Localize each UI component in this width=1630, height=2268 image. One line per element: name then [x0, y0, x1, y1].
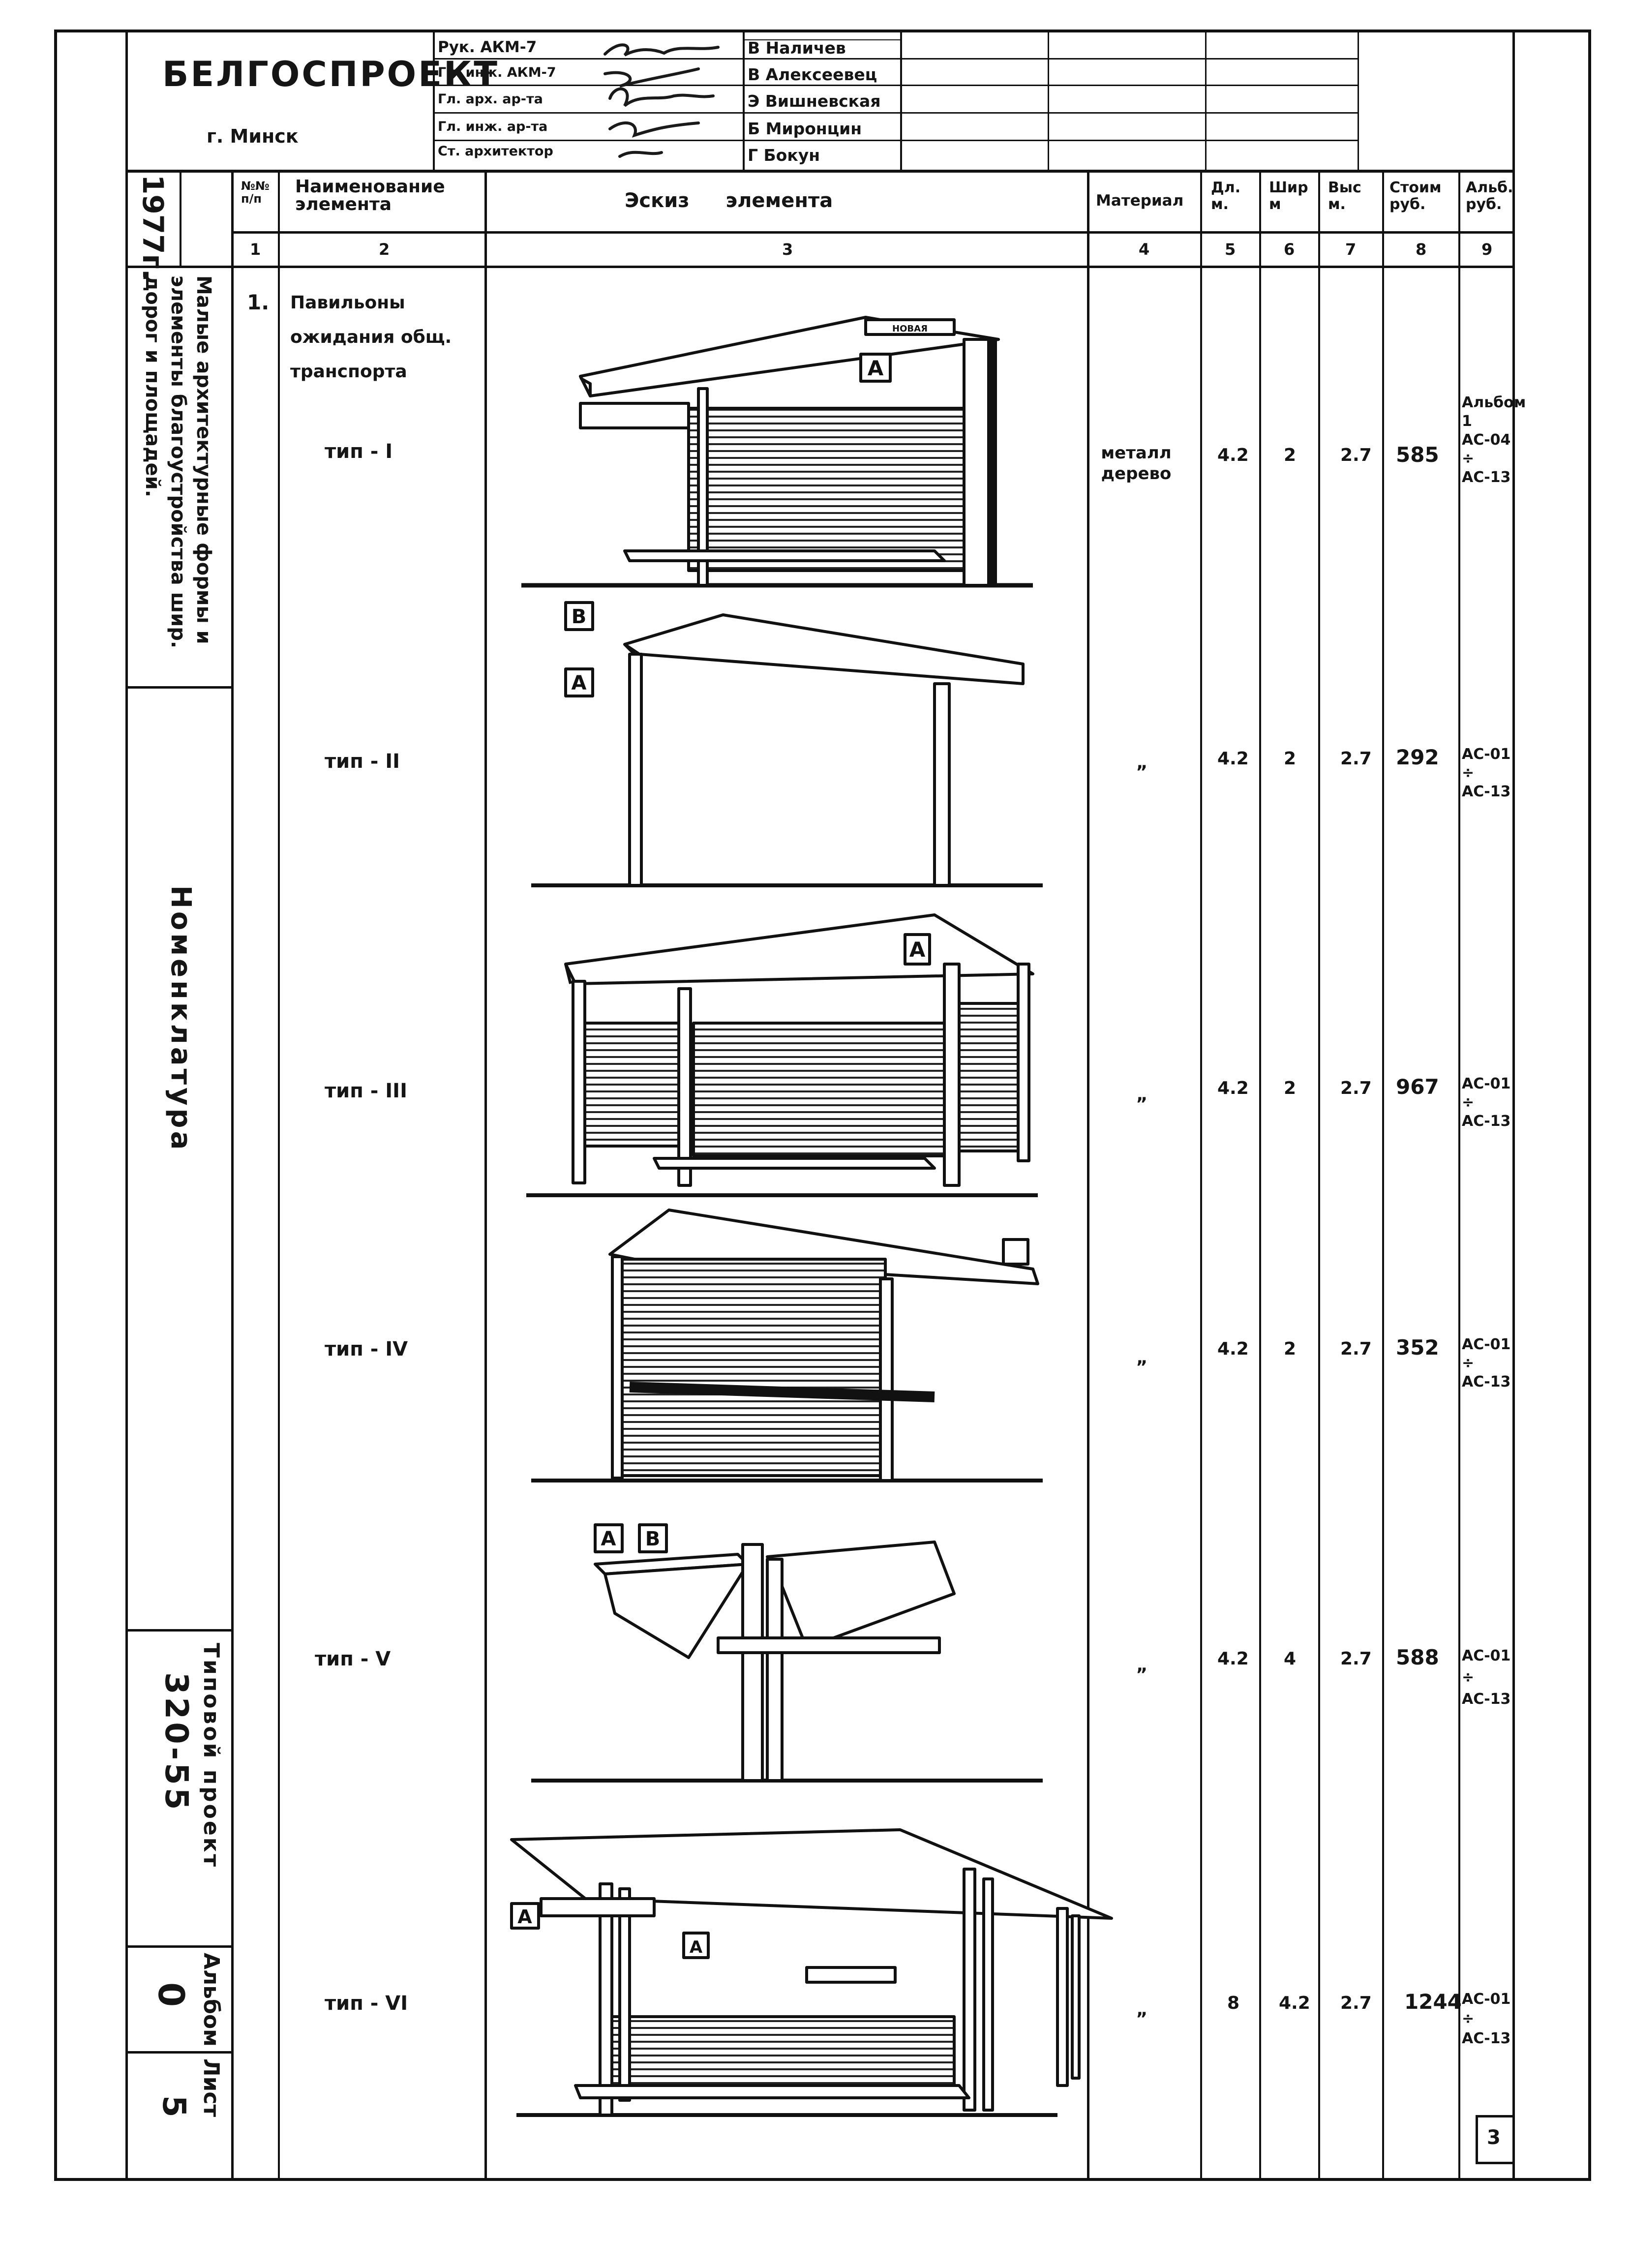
row-width: 2: [1284, 1339, 1297, 1359]
row-height: 2.7: [1340, 1078, 1372, 1098]
item-name-line1: Павильоны: [290, 293, 405, 313]
row-length: 4.2: [1217, 1339, 1249, 1359]
col-number: 4: [1139, 240, 1150, 259]
page-mark: 3: [1476, 2115, 1515, 2164]
row-width: 2: [1284, 1078, 1297, 1098]
col-number: 9: [1481, 240, 1493, 259]
col-number: 6: [1284, 240, 1295, 259]
col-number: 3: [782, 240, 793, 259]
signature-name: В Наличев: [748, 38, 846, 58]
col-number: 8: [1416, 240, 1427, 259]
pavilion-type-3-sketch: [526, 913, 1038, 1197]
pavilion-type-2-sketch: [531, 601, 1043, 887]
row-width: 4: [1284, 1649, 1297, 1669]
row-height: 2.7: [1340, 1993, 1372, 2013]
row-album: АС-01 ÷ АС-13: [1462, 1991, 1511, 2047]
header-num: №№ п/п: [241, 179, 270, 206]
col-number: 5: [1225, 240, 1236, 259]
item-name-line3: транспорта: [290, 362, 407, 382]
row-width: 2: [1284, 445, 1297, 465]
row-material: „: [1136, 753, 1148, 773]
sketch-label: A: [909, 937, 926, 962]
col-number: 1: [250, 240, 261, 259]
header-sketch: Эскиз элемента: [625, 189, 833, 212]
item-num: 1.: [247, 290, 270, 314]
signature-role: Гл. инж. ар-та: [438, 119, 548, 134]
row-length: 4.2: [1217, 1078, 1249, 1098]
row-length: 4.2: [1217, 1649, 1249, 1669]
signature-role: Гл. арх. ар-та: [438, 91, 543, 107]
item-name-line2: ожидания общ.: [290, 327, 452, 347]
row-type: тип - III: [325, 1080, 407, 1102]
row-material: металл дерево: [1101, 443, 1172, 484]
header-width: Шир м: [1269, 179, 1308, 213]
header-length: Дл. м.: [1211, 179, 1241, 213]
row-width: 4.2: [1279, 1993, 1310, 2013]
col-number: 2: [379, 240, 390, 259]
pavilion-type-1-sketch: [521, 316, 1033, 588]
signature-role: Ст. архитектор: [438, 144, 553, 159]
sketch-label: A: [572, 672, 587, 695]
row-length: 4.2: [1217, 445, 1249, 465]
pavilion-type-5-sketch: [531, 1523, 1043, 1783]
sketch-label: A: [690, 1937, 703, 1957]
row-cost: 1244: [1404, 1990, 1462, 2014]
row-type: тип - V: [315, 1648, 391, 1670]
sketch-label: A: [517, 1906, 532, 1928]
row-type: тип - VI: [325, 1992, 408, 2015]
row-album: АС-01 ÷ АС-13: [1462, 1075, 1511, 1130]
signature-role: Гл. инж. АКМ-7: [438, 65, 556, 80]
sketch-label: A: [868, 356, 884, 380]
signature-name: В Алексеевец: [748, 65, 877, 84]
org-name: БЕЛГОСПРОЕКТ: [162, 54, 499, 94]
signature-name: Б Миронцин: [748, 119, 862, 138]
row-type: тип - IV: [325, 1338, 408, 1361]
pavilion-type-6-sketch: [510, 1828, 1113, 2117]
row-cost: 352: [1396, 1335, 1439, 1360]
header-album: Альб. руб.: [1466, 179, 1513, 213]
row-cost: 292: [1396, 745, 1439, 769]
row-length: 4.2: [1217, 749, 1249, 769]
header-name: Наименование элемента: [295, 177, 445, 214]
sketch-label: B: [645, 1528, 661, 1550]
header-material: Материал: [1096, 192, 1184, 210]
page-mark-text: 3: [1487, 2126, 1501, 2149]
row-album: АС-01 ÷ АС-13: [1462, 746, 1511, 800]
row-height: 2.7: [1340, 1339, 1372, 1359]
pavilion-type-4-sketch: [531, 1209, 1043, 1482]
row-material: „: [1136, 1655, 1148, 1675]
row-type: тип - II: [325, 750, 400, 773]
row-type: тип - I: [325, 440, 393, 463]
row-cost: 585: [1396, 443, 1439, 467]
signature-name: Г Бокун: [748, 146, 820, 165]
header-cost: Стоим руб.: [1389, 179, 1442, 213]
row-cost: 588: [1396, 1645, 1439, 1669]
sketch-label: B: [572, 605, 587, 628]
row-material: „: [1136, 1085, 1148, 1105]
row-height: 2.7: [1340, 749, 1372, 769]
signature-name: Э Вишневская: [748, 91, 881, 111]
org-city: г. Минск: [207, 125, 299, 147]
row-cost: 967: [1396, 1075, 1439, 1099]
col-number: 7: [1345, 240, 1357, 259]
row-album: АС-01 ÷ АС-13: [1462, 1336, 1511, 1391]
sketch-plate: НОВАЯ: [892, 324, 928, 334]
row-length: 8: [1227, 1993, 1240, 2013]
sketch-label: A: [601, 1528, 616, 1550]
header-height: Выс м.: [1328, 179, 1361, 213]
signature-role: Рук. АКМ-7: [438, 38, 537, 56]
row-height: 2.7: [1340, 1649, 1372, 1669]
row-material: „: [1136, 1999, 1148, 2020]
row-width: 2: [1284, 749, 1297, 769]
row-height: 2.7: [1340, 445, 1372, 465]
row-material: „: [1136, 1348, 1148, 1368]
row-album: АС-01 ÷ АС-13: [1462, 1647, 1511, 1708]
